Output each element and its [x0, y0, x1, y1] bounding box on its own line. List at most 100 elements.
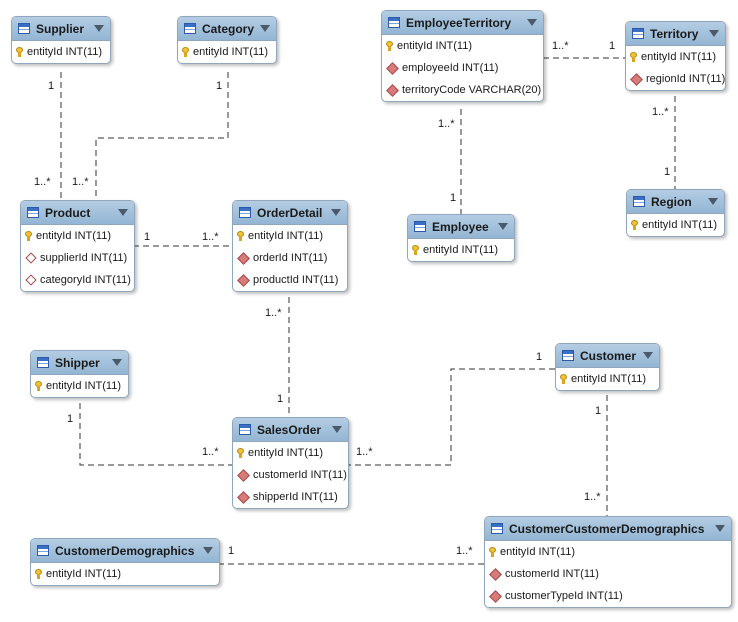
entity-header[interactable]: SalesOrder [233, 418, 348, 442]
entity-supplier[interactable]: Supplier entityId INT(11) [11, 16, 111, 64]
collapse-arrow-icon[interactable] [498, 223, 508, 230]
cardinality-label: 1 [664, 166, 671, 178]
column-row[interactable]: entityId INT(11) [382, 35, 543, 57]
foreign-key-icon [237, 251, 250, 265]
column-label: customerId INT(11) [505, 568, 599, 580]
entity-header[interactable]: Product [21, 201, 134, 225]
column-row[interactable]: entityId INT(11) [408, 239, 514, 261]
column-row[interactable]: regionId INT(11) [626, 68, 725, 90]
column-row[interactable]: orderId INT(11) [233, 247, 347, 269]
column-row[interactable]: entityId INT(11) [627, 214, 724, 236]
collapse-arrow-icon[interactable] [331, 209, 341, 216]
column-row[interactable]: entityId INT(11) [178, 41, 276, 63]
column-row[interactable]: entityId INT(11) [31, 563, 219, 585]
entity-header[interactable]: Territory [626, 22, 725, 46]
column-label: entityId INT(11) [641, 51, 716, 63]
column-row[interactable]: entityId INT(11) [485, 541, 731, 563]
column-row[interactable]: shipperId INT(11) [233, 486, 348, 508]
column-row[interactable]: entityId INT(11) [21, 225, 134, 247]
entity-header[interactable]: Category [178, 17, 276, 41]
entity-header[interactable]: Region [627, 190, 724, 214]
entity-header[interactable]: CustomerDemographics [31, 539, 219, 563]
column-label: entityId INT(11) [193, 46, 268, 58]
entity-header[interactable]: Supplier [12, 17, 110, 41]
column-row[interactable]: categoryId INT(11) [21, 269, 134, 291]
primary-key-icon [16, 47, 23, 57]
cardinality-label: 1..* [34, 176, 51, 188]
table-icon [633, 196, 645, 207]
entity-customer[interactable]: Customer entityId INT(11) [555, 343, 660, 391]
foreign-key-icon [237, 468, 250, 482]
column-label: entityId INT(11) [46, 380, 121, 392]
column-row[interactable]: customerTypeId INT(11) [485, 585, 731, 607]
entity-shipper[interactable]: Shipper entityId INT(11) [30, 350, 129, 398]
entity-product[interactable]: Product entityId INT(11) supplierId INT(… [20, 200, 135, 292]
collapse-arrow-icon[interactable] [643, 352, 653, 359]
cardinality-label: 1 [144, 231, 151, 243]
column-row[interactable]: entityId INT(11) [626, 46, 725, 68]
cardinality-label: 1 [67, 413, 74, 425]
entity-header[interactable]: CustomerCustomerDemographics [485, 517, 731, 541]
column-label: entityId INT(11) [46, 568, 121, 580]
entity-title: Employee [432, 219, 489, 234]
primary-key-icon [182, 47, 189, 57]
column-row[interactable]: entityId INT(11) [12, 41, 110, 63]
column-label: entityId INT(11) [27, 46, 102, 58]
cardinality-label: 1 [609, 40, 616, 52]
entity-header[interactable]: Shipper [31, 351, 128, 375]
collapse-arrow-icon[interactable] [112, 359, 122, 366]
entity-sales-order[interactable]: SalesOrder entityId INT(11) customerId I… [232, 417, 349, 509]
collapse-arrow-icon[interactable] [118, 209, 128, 216]
table-icon [37, 545, 49, 556]
collapse-arrow-icon[interactable] [708, 198, 718, 205]
table-icon [239, 424, 251, 435]
column-row[interactable]: productId INT(11) [233, 269, 347, 291]
column-label: productId INT(11) [253, 274, 339, 286]
column-label: shipperId INT(11) [253, 491, 338, 503]
entity-employee[interactable]: Employee entityId INT(11) [407, 214, 515, 262]
entity-title: Category [202, 21, 255, 36]
entity-category[interactable]: Category entityId INT(11) [177, 16, 277, 64]
cardinality-label: 1 [277, 393, 284, 405]
entity-header[interactable]: Customer [556, 344, 659, 368]
table-icon [18, 23, 30, 34]
entity-title: Supplier [36, 21, 85, 36]
column-row[interactable]: entityId INT(11) [233, 225, 347, 247]
column-label: supplierId INT(11) [40, 252, 128, 264]
entity-employee-territory[interactable]: EmployeeTerritory entityId INT(11) emplo… [381, 10, 544, 102]
entity-order-detail[interactable]: OrderDetail entityId INT(11) orderId INT… [232, 200, 348, 292]
entity-region[interactable]: Region entityId INT(11) [626, 189, 725, 237]
column-row[interactable]: entityId INT(11) [31, 375, 128, 397]
entity-territory[interactable]: Territory entityId INT(11) regionId INT(… [625, 21, 726, 91]
column-row[interactable]: entityId INT(11) [556, 368, 659, 390]
collapse-arrow-icon[interactable] [527, 19, 537, 26]
entity-header[interactable]: Employee [408, 215, 514, 239]
collapse-arrow-icon[interactable] [94, 25, 104, 32]
entity-customer-demographics[interactable]: CustomerDemographics entityId INT(11) [30, 538, 220, 586]
entity-header[interactable]: OrderDetail [233, 201, 347, 225]
column-row[interactable]: customerId INT(11) [485, 563, 731, 585]
column-label: territoryCode VARCHAR(20) [402, 84, 542, 96]
column-row[interactable]: territoryCode VARCHAR(20) [382, 79, 543, 101]
column-row[interactable]: employeeId INT(11) [382, 57, 543, 79]
column-label: categoryId INT(11) [40, 274, 131, 286]
collapse-arrow-icon[interactable] [260, 25, 271, 32]
entity-header[interactable]: EmployeeTerritory [382, 11, 543, 35]
foreign-key-icon [489, 589, 502, 603]
collapse-arrow-icon[interactable] [332, 426, 342, 433]
cardinality-label: 1..* [584, 491, 601, 503]
attribute-icon [25, 274, 37, 286]
entity-customer-customer-demographics[interactable]: CustomerCustomerDemographics entityId IN… [484, 516, 732, 608]
column-row[interactable]: entityId INT(11) [233, 442, 348, 464]
foreign-key-icon [386, 61, 399, 75]
cardinality-label: 1 [536, 351, 543, 363]
column-row[interactable]: customerId INT(11) [233, 464, 348, 486]
column-row[interactable]: supplierId INT(11) [21, 247, 134, 269]
collapse-arrow-icon[interactable] [715, 525, 725, 532]
collapse-arrow-icon[interactable] [709, 30, 719, 37]
primary-key-icon [630, 52, 637, 62]
rel-line-customer-salesorder [347, 368, 555, 466]
column-label: entityId INT(11) [642, 219, 717, 231]
collapse-arrow-icon[interactable] [203, 547, 213, 554]
table-icon [239, 207, 251, 218]
